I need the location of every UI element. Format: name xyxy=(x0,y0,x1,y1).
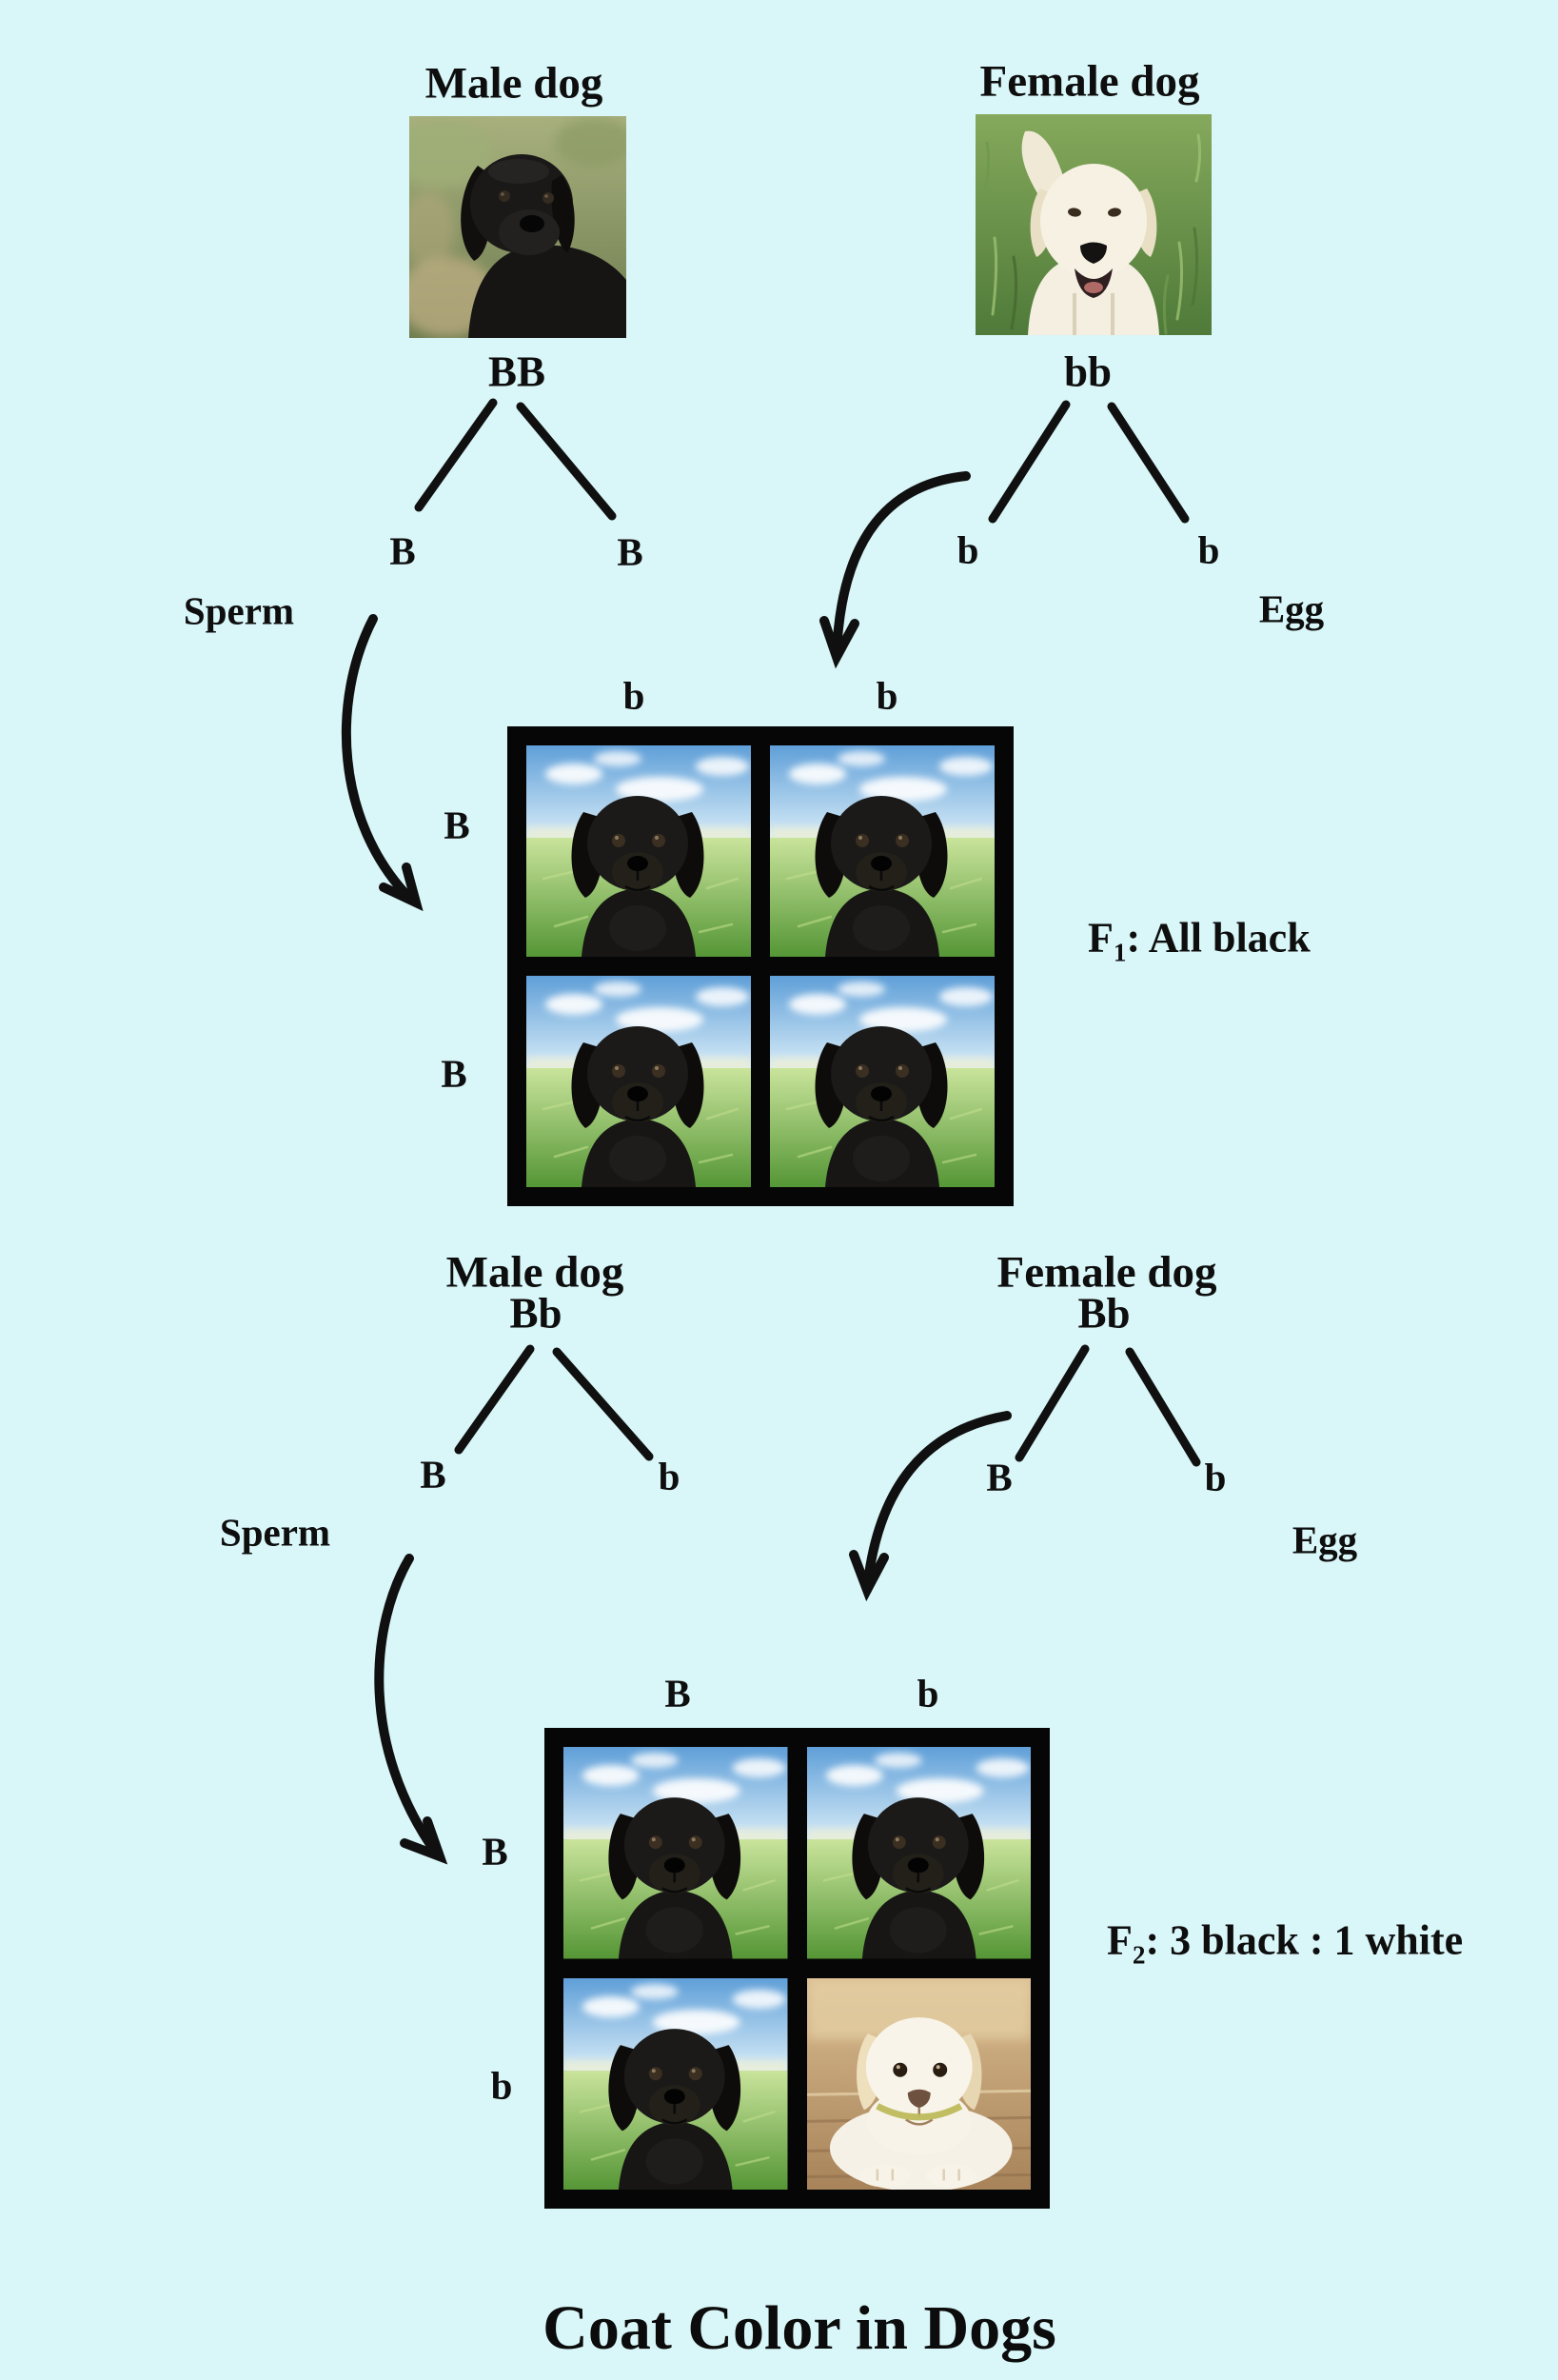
cross2-female-gamete-line-right xyxy=(1125,1347,1201,1467)
f2-subscript: 2 xyxy=(1132,1940,1146,1970)
cross1-male-genotype: BB xyxy=(487,347,546,396)
cross2-male-gamete-right: b xyxy=(658,1454,680,1498)
punnett-square-f1 xyxy=(507,726,1014,1206)
cross2-female-gamete-line-left xyxy=(1015,1344,1090,1462)
white-adult-labrador-image xyxy=(976,114,1212,335)
cross1-female-gamete-right: b xyxy=(1197,527,1220,572)
cross1-sperm-arrow-icon xyxy=(341,614,424,912)
cross1-male-gamete-line-right xyxy=(516,402,617,521)
cross1-male-gamete-left: B xyxy=(389,528,416,573)
male-dog-photo xyxy=(409,116,626,338)
cross2-male-gamete-line-left xyxy=(454,1344,535,1455)
cross1-female-genotype: bb xyxy=(1063,347,1113,396)
cross1-male-gamete-line-left xyxy=(414,398,498,512)
cross2-female-gamete-left: B xyxy=(986,1455,1013,1499)
cross2-sperm-label: Sperm xyxy=(219,1510,331,1555)
cross1-female-gamete-line-left xyxy=(988,400,1071,524)
cross1-egg-label: Egg xyxy=(1258,586,1325,631)
f2-result-text: F2: 3 black : 1 white xyxy=(1107,1916,1464,1968)
f2-phenotype-ratio: : 3 black : 1 white xyxy=(1145,1916,1464,1964)
punnett-cell-black-puppy-photo xyxy=(563,1747,788,1959)
cross2-male-gamete-left: B xyxy=(420,1452,446,1497)
f1-phenotype-ratio: : All black xyxy=(1126,914,1311,962)
cross1-female-gamete-line-right xyxy=(1107,402,1190,524)
f1-result-text: F1: All black xyxy=(1088,914,1311,965)
punnett-cell-black-puppy-photo xyxy=(770,745,995,957)
cross2-egg-label: Egg xyxy=(1292,1517,1358,1562)
punnett2-row-label-1: B xyxy=(482,1829,508,1874)
punnett-cell-black-puppy-photo xyxy=(526,745,751,957)
cross2-male-gamete-line-right xyxy=(552,1347,654,1461)
punnett-square-f2 xyxy=(544,1728,1050,2209)
cross2-egg-arrow-icon xyxy=(849,1411,1012,1602)
punnett2-row-label-2: b xyxy=(490,2063,513,2108)
f2-symbol: F xyxy=(1107,1916,1133,1964)
cross2-female-title: Female dog xyxy=(996,1247,1217,1298)
female-dog-photo xyxy=(976,114,1212,335)
cross1-female-gamete-left: b xyxy=(956,527,979,572)
punnett-cell-black-puppy-photo xyxy=(807,1747,1032,1959)
punnett1-col-label-2: b xyxy=(876,673,898,718)
cross1-male-title: Male dog xyxy=(424,58,603,109)
punnett-cell-black-puppy-photo xyxy=(526,976,751,1187)
punnett2-col-label-1: B xyxy=(664,1671,691,1716)
punnett1-row-label-1: B xyxy=(444,803,470,847)
cross2-male-title: Male dog xyxy=(445,1247,624,1298)
cross2-male-genotype: Bb xyxy=(509,1289,562,1338)
punnett-cell-white-puppy-photo xyxy=(807,1978,1032,2191)
cross1-egg-arrow-icon xyxy=(819,471,971,669)
f1-symbol: F xyxy=(1088,914,1114,962)
cross2-sperm-arrow-icon xyxy=(374,1554,448,1865)
cross2-female-gamete-right: b xyxy=(1204,1455,1227,1499)
cross1-female-title: Female dog xyxy=(979,56,1200,107)
punnett1-col-label-1: b xyxy=(622,673,645,718)
cross1-sperm-label: Sperm xyxy=(183,588,295,633)
cross2-female-genotype: Bb xyxy=(1077,1289,1131,1338)
punnett-cell-black-puppy-photo xyxy=(563,1978,788,2191)
black-adult-labrador-image xyxy=(409,116,626,338)
cross1-male-gamete-right: B xyxy=(617,529,643,574)
punnett2-col-label-2: b xyxy=(917,1671,939,1716)
f1-subscript: 1 xyxy=(1113,938,1127,967)
punnett-cell-black-puppy-photo xyxy=(770,976,995,1187)
page-title: Coat Color in Dogs xyxy=(542,2293,1056,2363)
punnett1-row-label-2: B xyxy=(441,1051,467,1096)
